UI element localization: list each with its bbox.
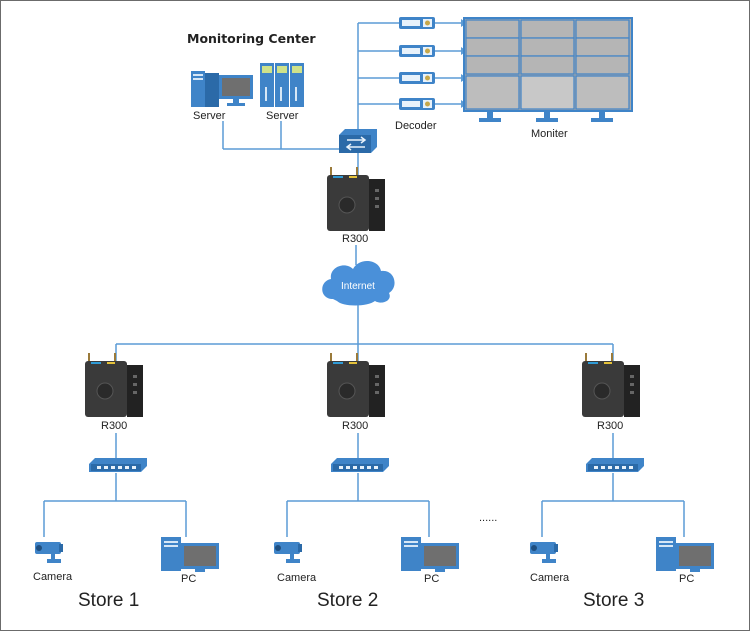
store-title: Store 2 [317, 590, 378, 611]
server-label: Server [266, 110, 299, 122]
camera-label: Camera [277, 572, 317, 584]
pc-label: PC [424, 573, 439, 585]
pc-icon [656, 537, 714, 572]
switch-icon [586, 458, 644, 472]
switch-icon [331, 458, 389, 472]
router-label: R300 [342, 420, 368, 432]
camera-icon [274, 542, 302, 563]
router-icon [84, 352, 144, 418]
router-icon [326, 166, 386, 232]
camera-label: Camera [33, 571, 73, 583]
router-icon [326, 352, 386, 418]
server-label: Server [193, 110, 226, 122]
decoder-icon [399, 72, 435, 84]
pc-icon [401, 537, 459, 572]
pc-label: PC [679, 573, 694, 585]
monitor-label: Moniter [531, 128, 568, 140]
store-title: Store 1 [78, 590, 139, 611]
store-title: Store 3 [583, 590, 644, 611]
router-label: R300 [101, 420, 127, 432]
internet-cloud-icon [322, 260, 395, 306]
switch-icon [89, 458, 147, 472]
server-icon [260, 63, 304, 107]
internet-label: Internet [341, 281, 375, 292]
server-icon [191, 71, 253, 107]
decoder-icon [399, 45, 435, 57]
decoder-label: Decoder [395, 120, 437, 132]
core-switch-icon [339, 129, 377, 153]
decoder-icon [399, 17, 435, 29]
camera-icon [35, 542, 63, 563]
router-label: R300 [342, 233, 368, 245]
pc-label: PC [181, 573, 196, 585]
pc-icon [161, 537, 219, 572]
camera-icon [530, 542, 558, 563]
camera-label: Camera [530, 572, 570, 584]
decoder-icon [399, 98, 435, 110]
more-stores-ellipsis: ...... [479, 512, 497, 524]
router-label: R300 [597, 420, 623, 432]
router-icon [581, 352, 641, 418]
video-wall [463, 17, 633, 122]
monitoring-center-title: Monitoring Center [187, 31, 316, 46]
